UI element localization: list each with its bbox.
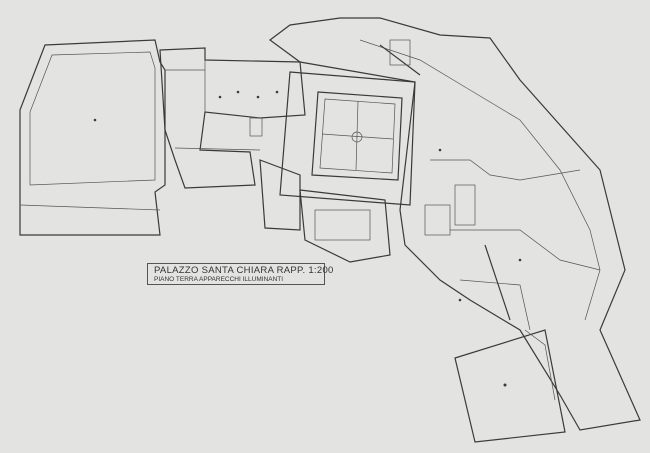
east-wing	[268, 17, 641, 431]
courtyard	[279, 71, 416, 206]
west-wing	[19, 39, 205, 236]
plan-title: PALAZZO SANTA CHIARA RAPP. 1:200	[154, 265, 334, 276]
central-north-block	[159, 47, 306, 189]
south-rooms	[259, 159, 391, 263]
light-fixtures	[93, 90, 522, 302]
title-block: PALAZZO SANTA CHIARA RAPP. 1:200 PIANO T…	[147, 263, 334, 285]
plan-subtitle: PIANO TERRA APPARECCHI ILLUMINANTI	[154, 276, 284, 283]
southeast-room	[454, 329, 566, 443]
